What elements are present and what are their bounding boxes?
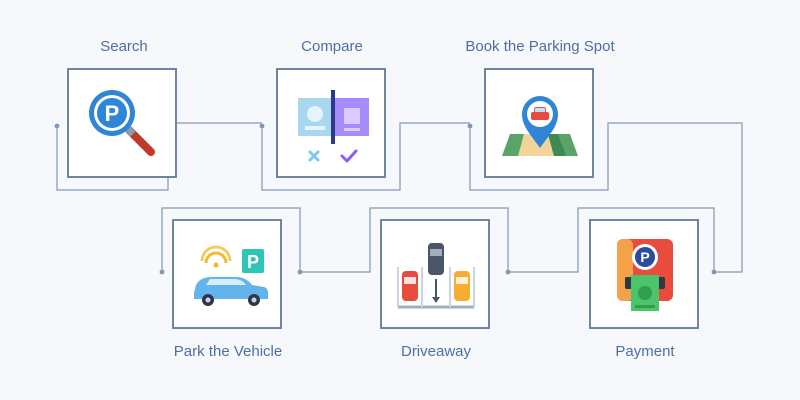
connector-compare-book	[261, 122, 470, 191]
connector-search	[56, 122, 262, 191]
step-box-driveaway	[380, 219, 490, 329]
step-box-park: P	[172, 219, 282, 329]
step-box-compare	[276, 68, 386, 178]
step-box-search: P	[67, 68, 177, 178]
parking-payment-icon: P	[617, 239, 673, 311]
connector-park-end	[161, 207, 301, 272]
compare-icon	[298, 90, 369, 163]
svg-text:P: P	[640, 249, 649, 265]
svg-text:P: P	[247, 252, 259, 272]
driveaway-icon	[397, 243, 475, 309]
step-box-book	[484, 68, 594, 178]
connector-driveaway-park	[300, 207, 509, 273]
step-box-payment: P	[589, 219, 699, 329]
step-label-driveaway: Driveaway	[400, 343, 472, 360]
step-label-park: Park the Vehicle	[173, 343, 283, 360]
connector-payment-driveaway	[508, 207, 715, 273]
map-pin-car-icon	[502, 96, 578, 156]
step-label-book: Book the Parking Spot	[465, 38, 615, 55]
parking-search-icon: P	[89, 90, 155, 156]
connector-book-payment	[469, 122, 743, 273]
step-label-compare: Compare	[301, 38, 363, 55]
step-label-search: Search	[100, 38, 148, 55]
step-label-payment: Payment	[615, 343, 675, 360]
svg-text:P: P	[105, 101, 120, 126]
park-vehicle-icon: P	[194, 245, 268, 306]
